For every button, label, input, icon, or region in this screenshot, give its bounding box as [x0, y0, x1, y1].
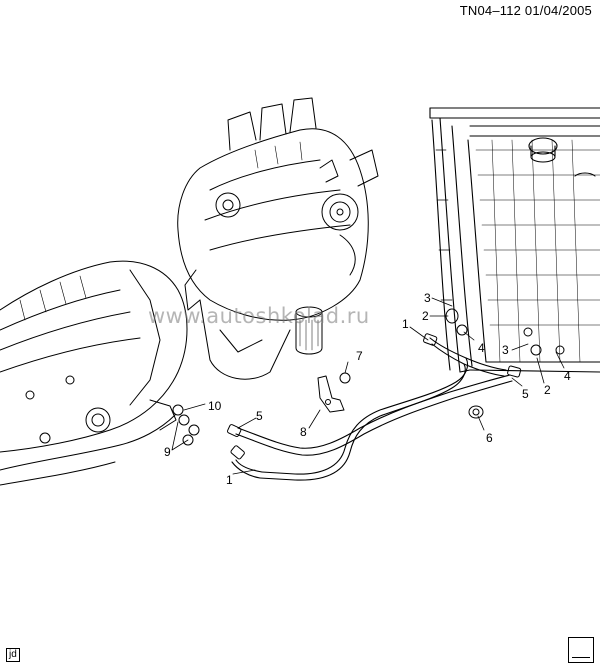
diagram-reference: TN04–112 01/04/2005	[459, 3, 592, 18]
cooler-line-upper	[231, 337, 507, 481]
callout-1-upper: 1	[402, 317, 409, 331]
callout-7: 7	[356, 349, 363, 363]
callout-5-left: 5	[256, 409, 263, 423]
callout-3-left: 3	[424, 291, 431, 305]
engine	[177, 97, 379, 380]
transmission	[0, 260, 188, 486]
leader-lines	[171, 297, 565, 475]
callout-10: 10	[208, 399, 222, 413]
corner-tag: jd	[6, 648, 20, 662]
callout-2-right: 2	[544, 383, 551, 397]
callout-4-right: 4	[564, 369, 571, 383]
watermark: www.autoshkolad.ru	[148, 304, 370, 328]
callout-4-left: 4	[478, 341, 485, 355]
callout-2-left: 2	[422, 309, 429, 323]
cooler-line-lower	[235, 374, 513, 456]
fittings	[172, 308, 565, 460]
gm-logo-icon	[568, 637, 594, 663]
callouts: 1 1 2 2 3 3 4 4 5 5 6 7 8 9 10	[164, 291, 571, 487]
callout-3-right: 3	[502, 343, 509, 357]
callout-8: 8	[300, 425, 307, 439]
callout-6: 6	[486, 431, 493, 445]
callout-1-lower: 1	[226, 473, 233, 487]
radiator	[429, 107, 600, 373]
bracket	[317, 375, 345, 413]
callout-5-right: 5	[522, 387, 529, 401]
callout-9: 9	[164, 445, 171, 459]
